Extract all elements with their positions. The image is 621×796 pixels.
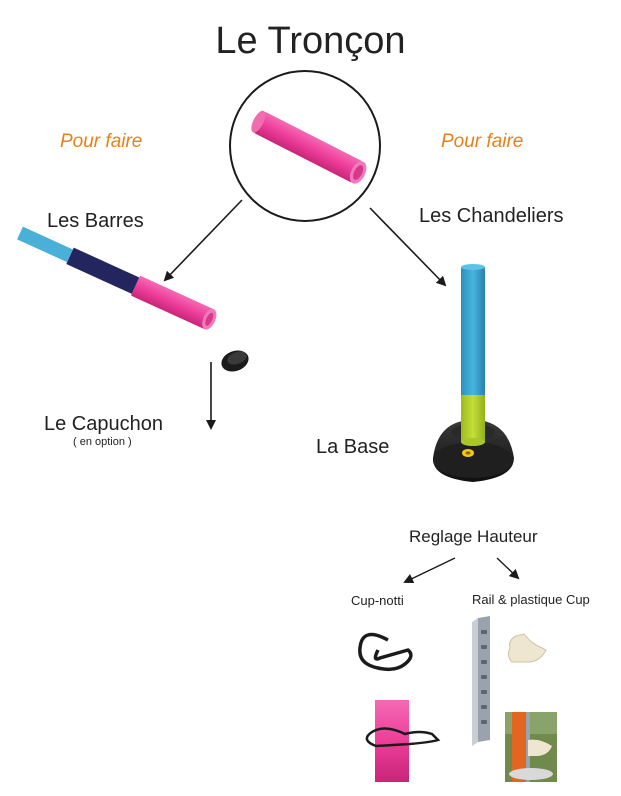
- arrow-to-barres: [163, 199, 243, 282]
- arrow-to-cup-notti: [403, 557, 456, 584]
- barre-illustration: [17, 226, 217, 330]
- rail-photo: [505, 712, 557, 782]
- les-barres-label: Les Barres: [47, 210, 144, 232]
- les-chandeliers-label: Les Chandeliers: [419, 205, 564, 227]
- plastic-cup-illustration: [507, 633, 547, 663]
- base-illustration: [432, 420, 514, 482]
- rail-illustration: [472, 616, 490, 746]
- cup-notti-illustration: [358, 632, 413, 672]
- page-title: Le Tronçon: [215, 20, 406, 62]
- en-option-label: ( en option ): [73, 436, 132, 448]
- troncon-tube: [251, 110, 367, 184]
- pour-faire-right: Pour faire: [441, 131, 524, 152]
- cup-notti-label: Cup-notti: [351, 593, 404, 608]
- capuchon-illustration: [221, 350, 249, 372]
- arrow-to-rail: [496, 557, 520, 580]
- chandelier-illustration: [461, 264, 485, 445]
- pour-faire-left: Pour faire: [60, 131, 143, 152]
- cup-notti-photo: [365, 700, 441, 782]
- reglage-hauteur-label: Reglage Hauteur: [409, 527, 538, 546]
- rail-plastique-label: Rail & plastique Cup: [472, 592, 590, 607]
- la-base-label: La Base: [316, 436, 390, 458]
- le-capuchon-label: Le Capuchon: [44, 413, 163, 435]
- arrow-to-chandeliers: [369, 207, 447, 287]
